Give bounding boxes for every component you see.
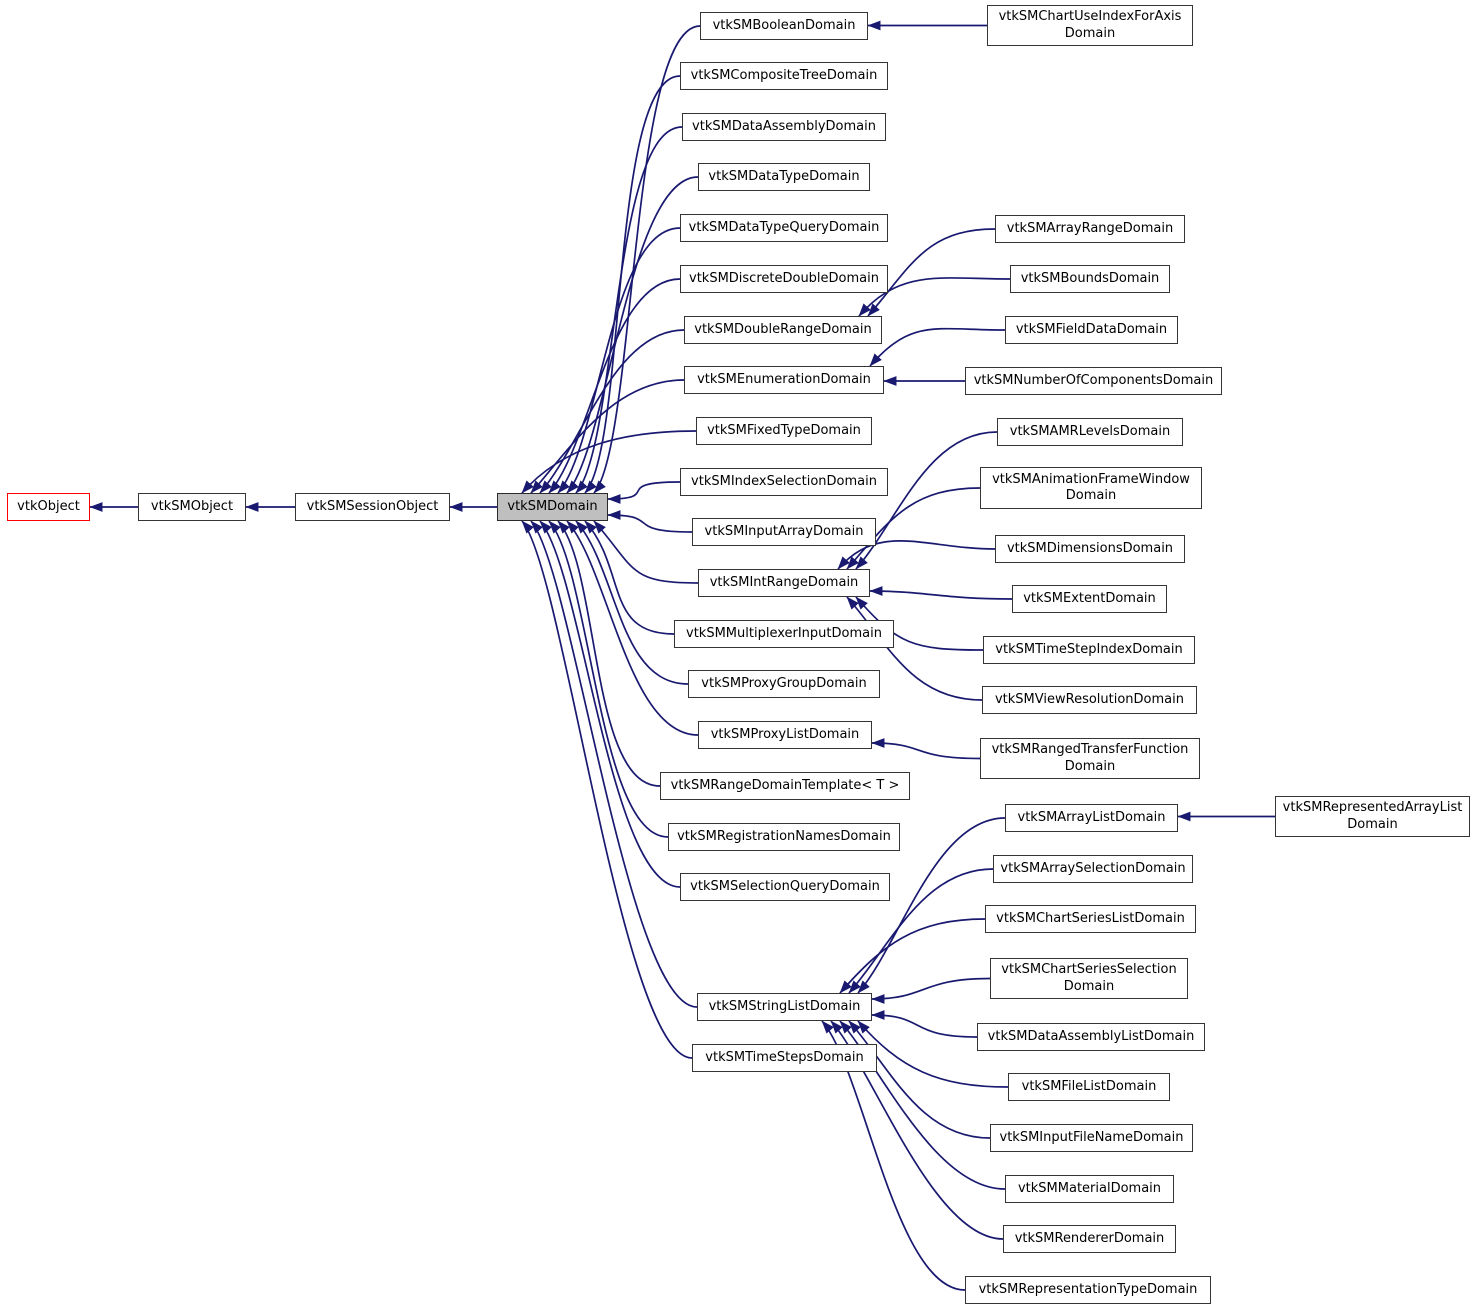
class-node-vtkSMChartSeriesSelectionDomain[interactable]: vtkSMChartSeriesSelection Domain (990, 958, 1188, 999)
class-node-vtkSMInputFileNameDomain[interactable]: vtkSMInputFileNameDomain (990, 1124, 1193, 1152)
inheritance-edge-vtkSMDataTypeQueryDomain-to-vtkSMDomain (557, 227, 681, 494)
class-node-vtkSMBooleanDomain[interactable]: vtkSMBooleanDomain (700, 12, 868, 40)
inheritance-edge-vtkSMProxyListDomain-to-vtkSMDomain (566, 520, 699, 736)
class-node-vtkSMTimeStepsDomain[interactable]: vtkSMTimeStepsDomain (692, 1044, 877, 1072)
class-node-vtkSMMaterialDomain[interactable]: vtkSMMaterialDomain (1005, 1175, 1174, 1203)
inheritance-edge-vtkSMArraySelectionDomain-to-vtkSMStringListDomain (848, 868, 994, 994)
inheritance-edge-vtkSMAnimationFrameWindowDomain-to-vtkSMIntRangeDomain (846, 487, 981, 570)
class-node-vtkSMViewResolutionDomain[interactable]: vtkSMViewResolutionDomain (982, 686, 1197, 714)
inheritance-edge-vtkSMAMRLevelsDomain-to-vtkSMIntRangeDomain (855, 431, 998, 570)
class-node-vtkSMArraySelectionDomain[interactable]: vtkSMArraySelectionDomain (993, 855, 1193, 883)
inheritance-edge-vtkSMTimeStepIndexDomain-to-vtkSMIntRangeDomain (855, 596, 984, 651)
inheritance-edge-vtkSMBooleanDomain-to-vtkSMDomain (593, 25, 701, 494)
class-node-vtkSMInputArrayDomain[interactable]: vtkSMInputArrayDomain (692, 518, 876, 546)
class-node-vtkSMSelectionQueryDomain[interactable]: vtkSMSelectionQueryDomain (680, 873, 890, 901)
class-node-vtkSMDiscreteDoubleDomain[interactable]: vtkSMDiscreteDoubleDomain (680, 265, 888, 293)
class-node-vtkSMAMRLevelsDomain[interactable]: vtkSMAMRLevelsDomain (997, 418, 1183, 446)
class-node-vtkSMChartUseIndexForAxisDomain[interactable]: vtkSMChartUseIndexForAxis Domain (987, 5, 1193, 46)
class-node-vtkSMObject[interactable]: vtkSMObject (138, 493, 246, 521)
inheritance-edge-vtkSMDataAssemblyListDomain-to-vtkSMStringListDomain (871, 1010, 978, 1038)
inheritance-edge-vtkSMStringListDomain-to-vtkSMDomain (530, 520, 698, 1008)
class-node-vtkSMProxyListDomain[interactable]: vtkSMProxyListDomain (698, 721, 872, 749)
class-node-vtkSMDoubleRangeDomain[interactable]: vtkSMDoubleRangeDomain (684, 316, 882, 344)
inheritance-edge-vtkSMIntRangeDomain-to-vtkSMDomain (593, 520, 699, 584)
class-node-vtkSMFieldDataDomain[interactable]: vtkSMFieldDataDomain (1005, 316, 1178, 344)
class-node-vtkSMTimeStepIndexDomain[interactable]: vtkSMTimeStepIndexDomain (983, 636, 1195, 664)
class-node-vtkSMDataAssemblyDomain[interactable]: vtkSMDataAssemblyDomain (682, 113, 886, 141)
inheritance-edge-vtkSMDataAssemblyDomain-to-vtkSMDomain (575, 126, 683, 494)
class-node-vtkSMIntRangeDomain[interactable]: vtkSMIntRangeDomain (698, 569, 870, 597)
inheritance-edge-vtkSMDimensionsDomain-to-vtkSMIntRangeDomain (837, 540, 996, 570)
inheritance-edge-vtkSMProxyGroupDomain-to-vtkSMDomain (575, 520, 689, 685)
class-node-vtkSMIndexSelectionDomain[interactable]: vtkSMIndexSelectionDomain (680, 468, 888, 496)
class-node-vtkSMDomain: vtkSMDomain (497, 493, 608, 521)
class-node-vtkSMRangedTransferFunctionDomain[interactable]: vtkSMRangedTransferFunction Domain (980, 738, 1200, 779)
inheritance-edge-vtkSMRegistrationNamesDomain-to-vtkSMDomain (548, 520, 669, 838)
inheritance-edge-vtkSMIndexSelectionDomain-to-vtkSMDomain (607, 481, 681, 504)
inheritance-edge-vtkSMViewResolutionDomain-to-vtkSMIntRangeDomain (846, 596, 983, 701)
class-node-vtkSMAnimationFrameWindowDomain[interactable]: vtkSMAnimationFrameWindow Domain (980, 467, 1202, 509)
inheritance-edge-vtkSMFixedTypeDomain-to-vtkSMDomain (521, 430, 697, 494)
class-node-vtkSMDimensionsDomain[interactable]: vtkSMDimensionsDomain (995, 535, 1185, 563)
class-node-vtkSMBoundsDomain[interactable]: vtkSMBoundsDomain (1010, 265, 1170, 293)
inheritance-edge-vtkSMMultiplexerInputDomain-to-vtkSMDomain (584, 520, 675, 635)
class-node-vtkSMDataAssemblyListDomain[interactable]: vtkSMDataAssemblyListDomain (977, 1023, 1205, 1051)
class-node-vtkSMDataTypeDomain[interactable]: vtkSMDataTypeDomain (698, 163, 870, 191)
class-node-vtkSMExtentDomain[interactable]: vtkSMExtentDomain (1012, 585, 1167, 613)
inheritance-edge-vtkSMArrayListDomain-to-vtkSMStringListDomain (857, 817, 1006, 994)
class-node-vtkSMChartSeriesListDomain[interactable]: vtkSMChartSeriesListDomain (985, 905, 1196, 933)
inheritance-edge-vtkSMChartSeriesSelectionDomain-to-vtkSMStringListDomain (871, 977, 991, 1004)
inheritance-edge-vtkSMMaterialDomain-to-vtkSMStringListDomain (839, 1020, 1006, 1190)
class-node-vtkSMProxyGroupDomain[interactable]: vtkSMProxyGroupDomain (688, 670, 880, 698)
class-node-vtkSMMultiplexerInputDomain[interactable]: vtkSMMultiplexerInputDomain (674, 620, 894, 648)
inheritance-edge-vtkSMSelectionQueryDomain-to-vtkSMDomain (539, 520, 681, 888)
inheritance-edge-vtkSMInputArrayDomain-to-vtkSMDomain (607, 510, 693, 533)
inheritance-edge-vtkSMDiscreteDoubleDomain-to-vtkSMDomain (548, 278, 681, 494)
class-node-vtkSMRangeDomainTemplate[interactable]: vtkSMRangeDomainTemplate< T > (660, 772, 910, 800)
class-node-vtkSMRepresentedArrayListDomain[interactable]: vtkSMRepresentedArrayList Domain (1275, 796, 1470, 837)
inheritance-edge-vtkSMArrayRangeDomain-to-vtkSMDoubleRangeDomain (867, 228, 996, 317)
inheritance-edge-vtkSMDataTypeDomain-to-vtkSMDomain (566, 176, 699, 494)
inheritance-edge-vtkSMEnumerationDomain-to-vtkSMDomain (530, 379, 685, 494)
inheritance-edge-vtkSMFileListDomain-to-vtkSMStringListDomain (857, 1020, 1009, 1088)
inheritance-edge-vtkSMChartSeriesListDomain-to-vtkSMStringListDomain (839, 918, 986, 994)
inheritance-edge-vtkSMInputFileNameDomain-to-vtkSMStringListDomain (848, 1020, 991, 1139)
class-node-vtkSMDataTypeQueryDomain[interactable]: vtkSMDataTypeQueryDomain (680, 214, 888, 242)
class-node-vtkObject[interactable]: vtkObject (7, 493, 90, 521)
class-node-vtkSMArrayListDomain[interactable]: vtkSMArrayListDomain (1005, 804, 1178, 832)
class-node-vtkSMStringListDomain[interactable]: vtkSMStringListDomain (697, 993, 872, 1021)
inheritance-edge-vtkSMBoundsDomain-to-vtkSMDoubleRangeDomain (858, 277, 1011, 317)
class-node-vtkSMRegistrationNamesDomain[interactable]: vtkSMRegistrationNamesDomain (668, 823, 900, 851)
inheritance-edge-vtkSMTimeStepsDomain-to-vtkSMDomain (521, 520, 693, 1059)
inheritance-edge-vtkSMRangedTransferFunctionDomain-to-vtkSMProxyListDomain (871, 738, 981, 760)
class-node-vtkSMEnumerationDomain[interactable]: vtkSMEnumerationDomain (684, 366, 884, 394)
class-node-vtkSMFixedTypeDomain[interactable]: vtkSMFixedTypeDomain (696, 417, 872, 445)
inheritance-edge-vtkSMExtentDomain-to-vtkSMIntRangeDomain (869, 586, 1013, 600)
class-node-vtkSMCompositeTreeDomain[interactable]: vtkSMCompositeTreeDomain (680, 62, 888, 90)
class-node-vtkSMRepresentationTypeDomain[interactable]: vtkSMRepresentationTypeDomain (965, 1276, 1211, 1304)
inheritance-edge-vtkSMRangeDomainTemplate-to-vtkSMDomain (557, 520, 661, 787)
class-node-vtkSMRendererDomain[interactable]: vtkSMRendererDomain (1003, 1225, 1176, 1253)
class-node-vtkSMSessionObject[interactable]: vtkSMSessionObject (295, 493, 450, 521)
inheritance-edge-vtkSMDoubleRangeDomain-to-vtkSMDomain (539, 329, 685, 494)
inheritance-edge-vtkSMFieldDataDomain-to-vtkSMEnumerationDomain (869, 327, 1006, 367)
class-node-vtkSMNumberOfComponentsDomain[interactable]: vtkSMNumberOfComponentsDomain (965, 367, 1222, 395)
class-node-vtkSMArrayRangeDomain[interactable]: vtkSMArrayRangeDomain (995, 215, 1185, 243)
class-node-vtkSMFileListDomain[interactable]: vtkSMFileListDomain (1008, 1073, 1170, 1101)
